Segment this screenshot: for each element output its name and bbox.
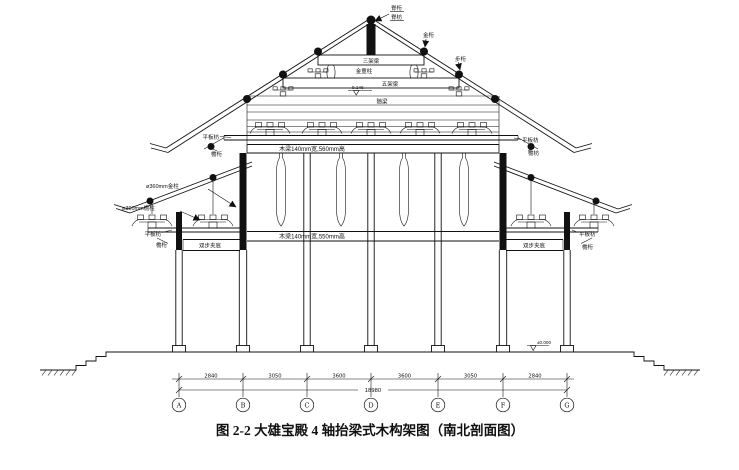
- ground-hatch-left: [41, 369, 77, 376]
- axis-g: G: [564, 402, 569, 410]
- annotations: 脊桁 脊枋 金桁 步桁 三架梁 金童柱 五架梁 随梁 9.146 木梁140mm…: [122, 4, 596, 352]
- dim-bay-3: 3600: [332, 374, 345, 380]
- ground-hatch-right: [663, 369, 699, 376]
- label-eave-purlin-lr: 檐桁: [582, 243, 594, 251]
- label-five-purlin-beam: 五架梁: [382, 80, 399, 88]
- dim-bay-1: 2840: [204, 374, 217, 380]
- ridge-post: [366, 24, 376, 55]
- label-ridge-purlin: 脊桁: [391, 4, 403, 12]
- columns: [172, 153, 574, 353]
- label-jin-purlin: 金桁: [423, 31, 435, 39]
- label-eave-purlin-ul: 檐桁: [211, 150, 223, 158]
- five-purlin-beam: [282, 77, 460, 89]
- label-plate-fang-ur: 平板枋: [522, 136, 539, 144]
- ground-platform: [40, 351, 700, 376]
- label-double-step-left: 双步夹底: [199, 242, 222, 250]
- label-bu-purlin: 步桁: [455, 55, 467, 63]
- label-jin-column: ø360mm金柱: [146, 182, 179, 190]
- label-plate-fang-lr: 平板枋: [579, 230, 596, 238]
- label-lower-beam-size: 木梁140mm宽,550mm高: [279, 233, 345, 241]
- dim-bay-2: 3050: [268, 374, 281, 380]
- label-tie-beam: 随梁: [376, 98, 388, 106]
- lower-beams: [182, 231, 564, 251]
- label-upper-beam-size: 木梁140mm宽,560mm高: [279, 145, 345, 153]
- label-eave-purlin-ll: 檐桁: [156, 241, 168, 249]
- lower-eave-right: [493, 161, 633, 233]
- upper-roof: [149, 15, 593, 153]
- axis-b: B: [241, 402, 246, 410]
- jin-post-right: [409, 64, 419, 79]
- jin-post-left: [326, 64, 336, 79]
- axis-f: F: [501, 402, 506, 410]
- dim-bay-5: 3050: [464, 374, 477, 380]
- dim-bay-6: 2840: [528, 374, 541, 380]
- figure-caption: 图 2-2 大雄宝殿 4 轴抬梁式木构架图（南北剖面图）: [216, 422, 524, 438]
- axis-d: D: [368, 402, 373, 410]
- axis-c: C: [305, 402, 310, 410]
- label-elev-beam: 9.146: [352, 85, 364, 90]
- hanging-posts: [276, 152, 469, 227]
- axis-e: E: [436, 402, 441, 410]
- label-eave-fang-ur: 檐枋: [528, 149, 540, 157]
- label-jin-post: 金童柱: [356, 67, 373, 75]
- dim-bay-4: 3600: [398, 374, 411, 380]
- lower-eave-left: [113, 161, 253, 233]
- label-plate-fang-ul: 平板枋: [202, 133, 219, 141]
- dim-total: 18980: [365, 388, 382, 394]
- label-elev-ground: ±0.000: [537, 340, 551, 345]
- three-purlin-beam: [317, 54, 425, 66]
- label-double-step-right: 双步夹底: [523, 242, 546, 250]
- ridge-purlin-dot: [366, 15, 376, 25]
- label-eave-column: ø360mm檐柱: [122, 204, 155, 212]
- axis-bubbles: A B C D E F G: [171, 397, 575, 413]
- label-plate-fang-ll: 平板枋: [144, 230, 161, 238]
- label-ridge-fang: 脊枋: [391, 13, 403, 21]
- axis-a: A: [176, 402, 182, 410]
- dimension-system: 2840 3050 3600 3600 3050 2840 18980 A B …: [171, 373, 575, 413]
- beam-stack: [203, 47, 539, 154]
- label-three-purlin-beam: 三架梁: [363, 57, 380, 65]
